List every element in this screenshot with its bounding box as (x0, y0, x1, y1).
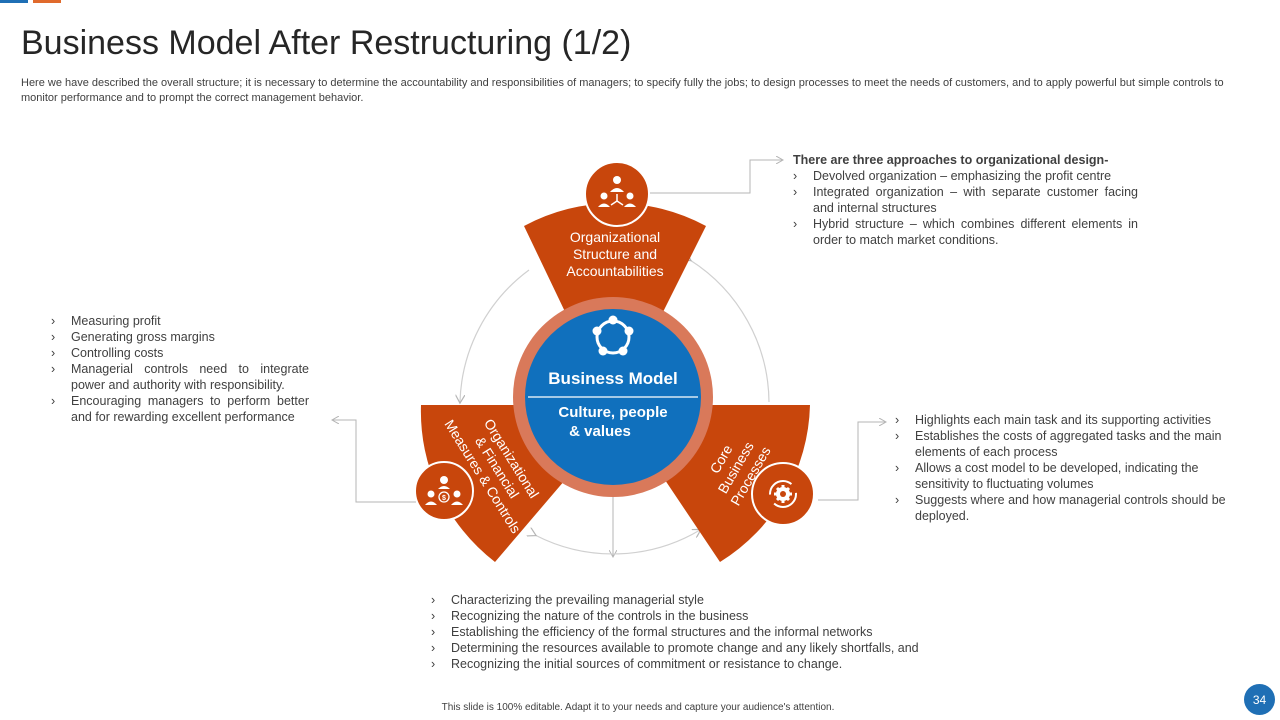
footer-note: This slide is 100% editable. Adapt it to… (441, 702, 835, 713)
svg-text:$: $ (442, 495, 446, 502)
finance-team-icon: $ (414, 461, 474, 521)
sector-right (665, 405, 810, 562)
cycle-arrow-bottom (535, 530, 700, 555)
center-line1: Culture, people (558, 404, 667, 421)
center-line2: & values (569, 423, 631, 440)
page-number-badge: 34 (1244, 684, 1275, 715)
list-item: Managerial controls need to integrate po… (51, 361, 309, 393)
connector-lines (333, 160, 885, 556)
list-item: Integrated organization – with separate … (793, 184, 1138, 216)
page-title: Business Model After Restructuring (1/2) (21, 24, 632, 62)
top-segment-label: Organizational Structure and Accountabil… (566, 229, 663, 279)
center-title: Business Model (548, 369, 677, 388)
list-item: Establishes the costs of aggregated task… (895, 428, 1230, 460)
list-item: Controlling costs (51, 345, 309, 361)
cycle-arrow-left (460, 269, 530, 402)
list-item: Characterizing the prevailing managerial… (431, 592, 991, 608)
list-item: Recognizing the initial sources of commi… (431, 656, 991, 672)
list-item: Establishing the efficiency of the forma… (431, 624, 991, 640)
bottom-text-block: Characterizing the prevailing managerial… (431, 592, 991, 672)
list-item: Recognizing the nature of the controls i… (431, 608, 991, 624)
cycle-arrow-right (690, 260, 770, 403)
top-segment-line1: Organizational (570, 229, 660, 245)
list-item: Encouraging managers to perform better a… (51, 393, 309, 425)
list-item: Suggests where and how managerial contro… (895, 492, 1230, 524)
top-right-heading: There are three approaches to organizati… (793, 153, 1109, 167)
right-text-block: Highlights each main task and its suppor… (895, 412, 1230, 524)
list-item: Determining the resources available to p… (431, 640, 991, 656)
connector-right (818, 422, 885, 501)
list-item: Generating gross margins (51, 329, 309, 345)
left-text-block: Measuring profit Generating gross margin… (51, 313, 309, 425)
list-item: Allows a cost model to be developed, ind… (895, 460, 1230, 492)
top-segment-line2: Structure and (573, 246, 657, 262)
cycle-arrows (460, 260, 770, 555)
list-item: Highlights each main task and its suppor… (895, 412, 1230, 428)
top-accent-blue (0, 0, 28, 3)
connector-top (648, 160, 782, 194)
top-right-text-block: There are three approaches to organizati… (793, 152, 1138, 248)
list-item: Devolved organization – emphasizing the … (793, 168, 1138, 184)
people-network-icon (584, 161, 650, 227)
gear-cycle-icon (751, 462, 815, 526)
page-subtitle: Here we have described the overall struc… (21, 77, 1224, 104)
sector-top (524, 203, 706, 318)
list-item: Hybrid structure – which combines differ… (793, 216, 1138, 248)
team-circle-icon (592, 315, 634, 356)
top-segment-line3: Accountabilities (566, 263, 663, 279)
top-accent-orange (33, 0, 61, 3)
list-item: Measuring profit (51, 313, 309, 329)
connector-left (333, 420, 416, 503)
